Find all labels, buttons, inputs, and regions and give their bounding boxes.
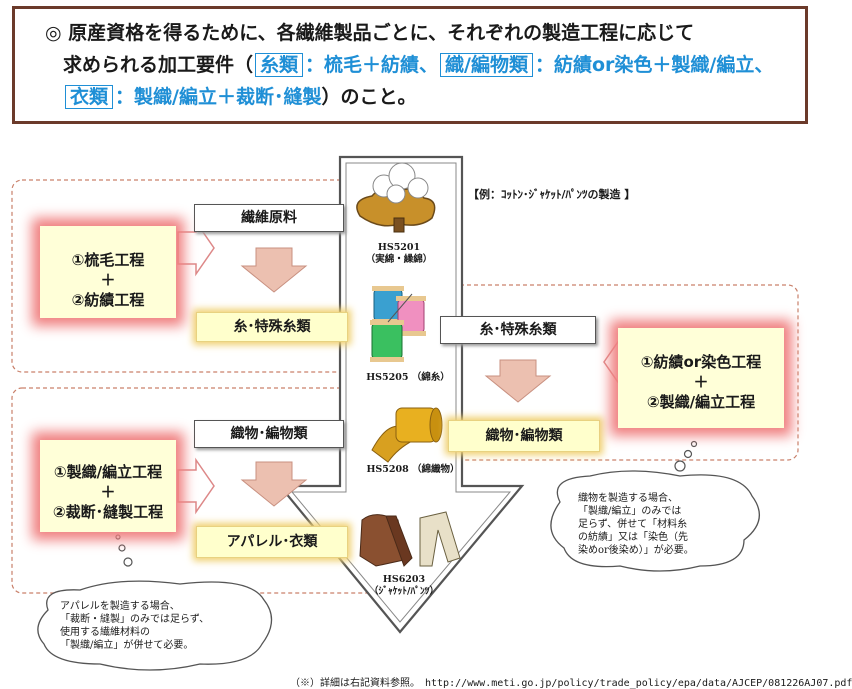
header-bullet: ◎ bbox=[45, 22, 62, 44]
header-box: ◎ 原産資格を得るために、各繊維製品ごとに、それぞれの製造工程に応じて 求められ… bbox=[12, 6, 808, 124]
process-fabric-plus: ＋ bbox=[693, 373, 709, 391]
process-box-fabric: ①紡績or染色工程 ＋ ②製織/編立工程 bbox=[618, 328, 784, 428]
box-fiber-raw: 繊維原料 bbox=[194, 204, 344, 232]
bubble-right-text: 織物を製造する場合、 「製織/編立」のみでは 足らず、併せて「材料糸 の紡績」又… bbox=[578, 492, 748, 557]
box-yarn-left: 糸･特殊糸類 bbox=[196, 312, 348, 342]
process-apparel-step2: ②裁断･縫製工程 bbox=[52, 503, 164, 521]
tag-fabric: 織/編物類 bbox=[440, 53, 533, 77]
header-line-1-text: 原産資格を得るために、各繊維製品ごとに、それぞれの製造工程に応じて bbox=[68, 22, 695, 44]
process-apparel-step1: ①製織/編立工程 bbox=[53, 463, 163, 481]
header-line-2: 求められる加工要件（糸類：梳毛＋紡績、織/編物類：紡績or染色＋製織/編立、 bbox=[63, 51, 773, 79]
hs5208-label: HS5208 （綿織物） bbox=[366, 464, 460, 475]
cotton-plant-icon bbox=[356, 162, 436, 233]
process-fabric-step2: ②製織/編立工程 bbox=[646, 393, 756, 411]
bubble-right-line-4: の紡績」又は「染色（先 bbox=[578, 532, 688, 543]
bubble-right-line-5: 染めor後染め）」が必要。 bbox=[578, 545, 694, 556]
header-line-3-post: ）のこと。 bbox=[321, 86, 417, 108]
process-yarn-step2: ②紡績工程 bbox=[71, 291, 145, 309]
process-yarn-plus: ＋ bbox=[100, 271, 116, 289]
process-apparel-plus: ＋ bbox=[100, 483, 116, 501]
hs5201-label: HS5201 （実綿・繰綿） bbox=[354, 242, 444, 266]
hs5205-label: HS5205 （綿糸） bbox=[366, 372, 450, 383]
box-fabric-left: 織物･編物類 bbox=[194, 420, 344, 448]
bubble-left-line-1: アパレルを製造する場合、 bbox=[60, 601, 180, 612]
box-apparel: アパレル･衣類 bbox=[196, 526, 348, 558]
bubble-right bbox=[550, 440, 760, 572]
down-arrow-3 bbox=[240, 461, 308, 507]
process-box-apparel: ①製織/編立工程 ＋ ②裁断･縫製工程 bbox=[40, 440, 176, 532]
fabric-stage-region bbox=[407, 284, 799, 461]
bubble-right-line-1: 織物を製造する場合、 bbox=[578, 493, 678, 504]
hs6203-code: HS6203 bbox=[382, 574, 426, 585]
header-line-2-pre: 求められる加工要件（ bbox=[63, 54, 254, 76]
process-box-yarn: ①梳毛工程 ＋ ②紡績工程 bbox=[40, 226, 176, 318]
bubble-left bbox=[37, 534, 273, 671]
down-arrow-2 bbox=[484, 359, 552, 403]
header-line-3: 衣類：製織/編立＋裁断･縫製）のこと。 bbox=[63, 83, 416, 111]
jacket-pants-icon bbox=[359, 511, 461, 567]
process-yarn-step1: ①梳毛工程 bbox=[71, 251, 145, 269]
header-line-2-mid2: ：紡績or染色＋製織/編立、 bbox=[535, 54, 774, 76]
tag-clothing: 衣類 bbox=[65, 85, 114, 109]
bubble-left-line-4: 「製織/編立」が併せて必要。 bbox=[60, 640, 194, 651]
hs5201-code: HS5201 bbox=[377, 242, 421, 253]
tag-yarn: 糸類 bbox=[255, 53, 304, 77]
bubble-left-line-3: 使用する繊維材料の bbox=[60, 627, 150, 638]
hs6203-label: HS6203 （ｼﾞｬｹｯﾄ/ﾊﾟﾝﾂ） bbox=[352, 574, 456, 598]
hs5201-desc: （実綿・繰綿） bbox=[365, 254, 433, 265]
process-fabric-step1: ①紡績or染色工程 bbox=[640, 353, 762, 371]
footnote: （※）詳細は右記資料参照。 http://www.meti.go.jp/poli… bbox=[290, 678, 852, 689]
bubble-left-line-2: 「裁断・縫製」のみでは足らず、 bbox=[60, 614, 210, 625]
box-yarn-right: 糸･特殊糸類 bbox=[440, 316, 596, 344]
thread-spools-icon bbox=[370, 286, 426, 362]
header-line-3-mid: ：製織/編立＋裁断･縫製 bbox=[115, 86, 322, 108]
example-label: 【例：ｺｯﾄﾝ･ｼﾞｬｹｯﾄ/ﾊﾟﾝﾂの製造 】 bbox=[468, 188, 636, 201]
down-arrow-1 bbox=[240, 247, 308, 293]
process-arrow-left-bottom bbox=[177, 457, 215, 515]
yarn-stage-region bbox=[11, 179, 463, 373]
hs6203-desc: （ｼﾞｬｹｯﾄ/ﾊﾟﾝﾂ） bbox=[369, 586, 439, 597]
box-fabric-right: 織物･編物類 bbox=[448, 420, 600, 452]
bubble-right-line-2: 「製織/編立」のみでは bbox=[578, 506, 682, 517]
bubble-right-line-3: 足らず、併せて「材料糸 bbox=[578, 519, 688, 530]
fabric-roll-icon bbox=[371, 407, 443, 463]
main-flow-arrow bbox=[277, 155, 525, 634]
header-line-2-mid1: ：梳毛＋紡績、 bbox=[305, 54, 439, 76]
bubble-left-text: アパレルを製造する場合、 「裁断・縫製」のみでは足らず、 使用する繊維材料の 「… bbox=[60, 600, 260, 652]
header-line-1: ◎ 原産資格を得るために、各繊維製品ごとに、それぞれの製造工程に応じて bbox=[45, 19, 694, 47]
